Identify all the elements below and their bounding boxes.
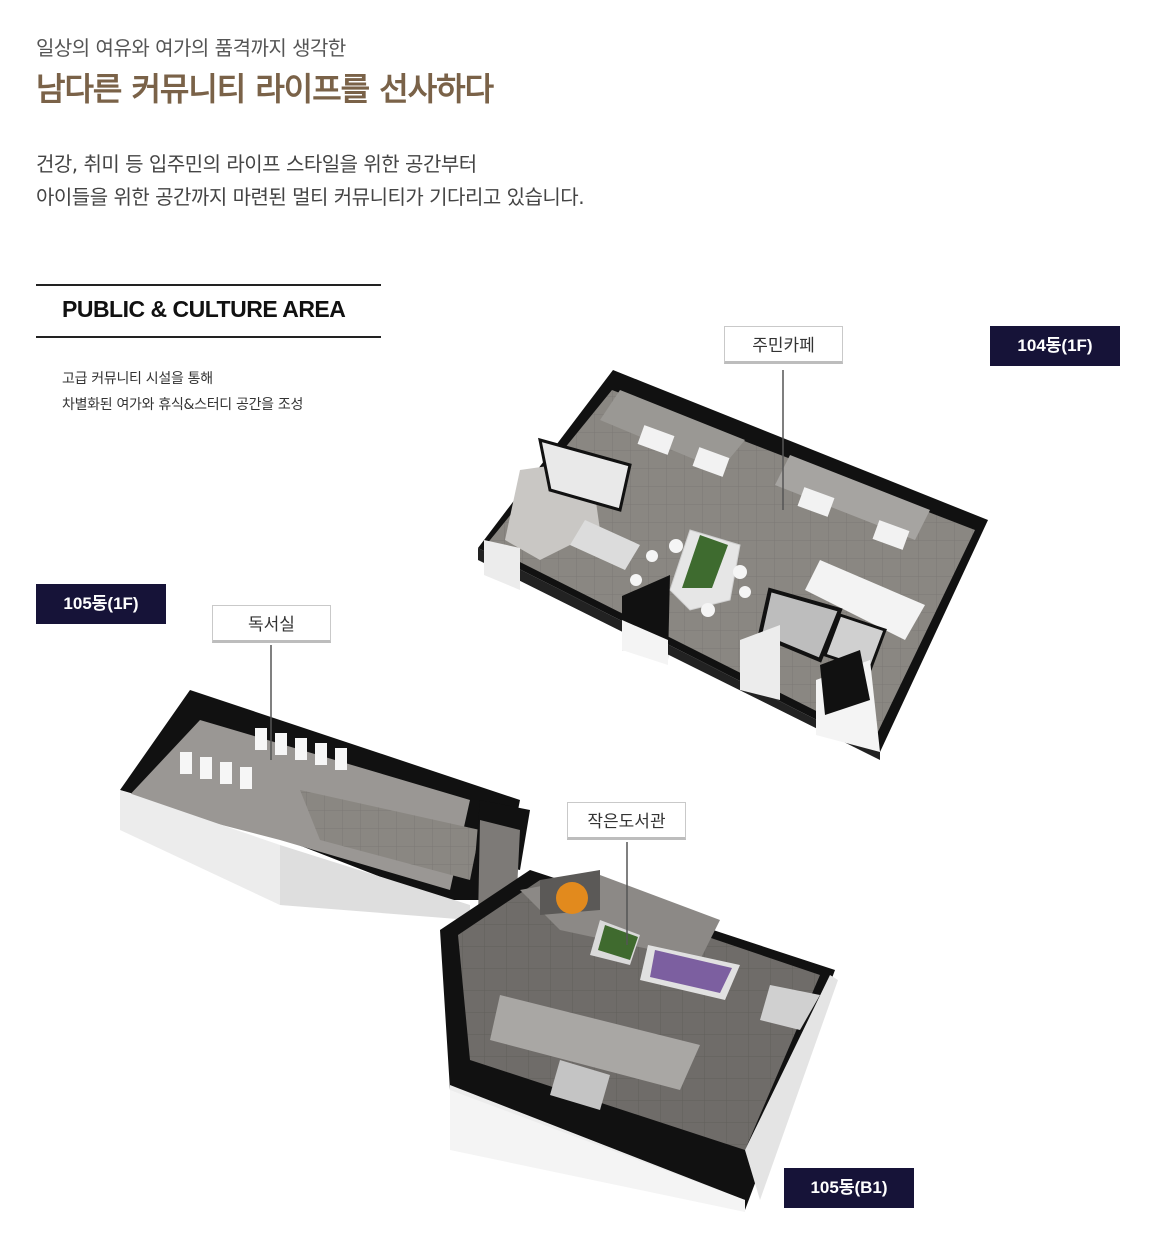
description-line: 아이들을 위한 공간까지 마련된 멀티 커뮤니티가 기다리고 있습니다. bbox=[36, 185, 585, 209]
building-tag-104-1f: 104동(1F) bbox=[990, 326, 1120, 366]
description-line: 건강, 취미 등 입주민의 라이프 스타일을 위한 공간부터 bbox=[36, 152, 477, 176]
callout-cafe: 주민카페 bbox=[724, 326, 843, 364]
area-heading-box: PUBLIC & CULTURE AREA bbox=[36, 284, 381, 338]
page-title: 남다른 커뮤니티 라이프를 선사하다 bbox=[36, 70, 494, 108]
area-title: PUBLIC & CULTURE AREA bbox=[62, 296, 346, 322]
callout-library: 작은도서관 bbox=[567, 802, 686, 840]
subtitle: 일상의 여유와 여가의 품격까지 생각한 bbox=[36, 36, 346, 60]
description: 건강, 취미 등 입주민의 라이프 스타일을 위한 공간부터 아이들을 위한 공… bbox=[36, 148, 585, 214]
callout-reading-room: 독서실 bbox=[212, 605, 331, 643]
area-description-line: 차별화된 여가와 휴식&스터디 공간을 조성 bbox=[62, 397, 304, 413]
reading-room-floor-plan bbox=[120, 645, 530, 930]
cafe-floor-plan bbox=[478, 370, 988, 760]
building-tag-105-1f: 105동(1F) bbox=[36, 584, 166, 624]
area-description: 고급 커뮤니티 시설을 통해 차별화된 여가와 휴식&스터디 공간을 조성 bbox=[62, 366, 303, 418]
area-description-line: 고급 커뮤니티 시설을 통해 bbox=[62, 371, 213, 387]
building-tag-105-b1: 105동(B1) bbox=[784, 1168, 914, 1208]
library-floor-plan bbox=[440, 842, 838, 1212]
